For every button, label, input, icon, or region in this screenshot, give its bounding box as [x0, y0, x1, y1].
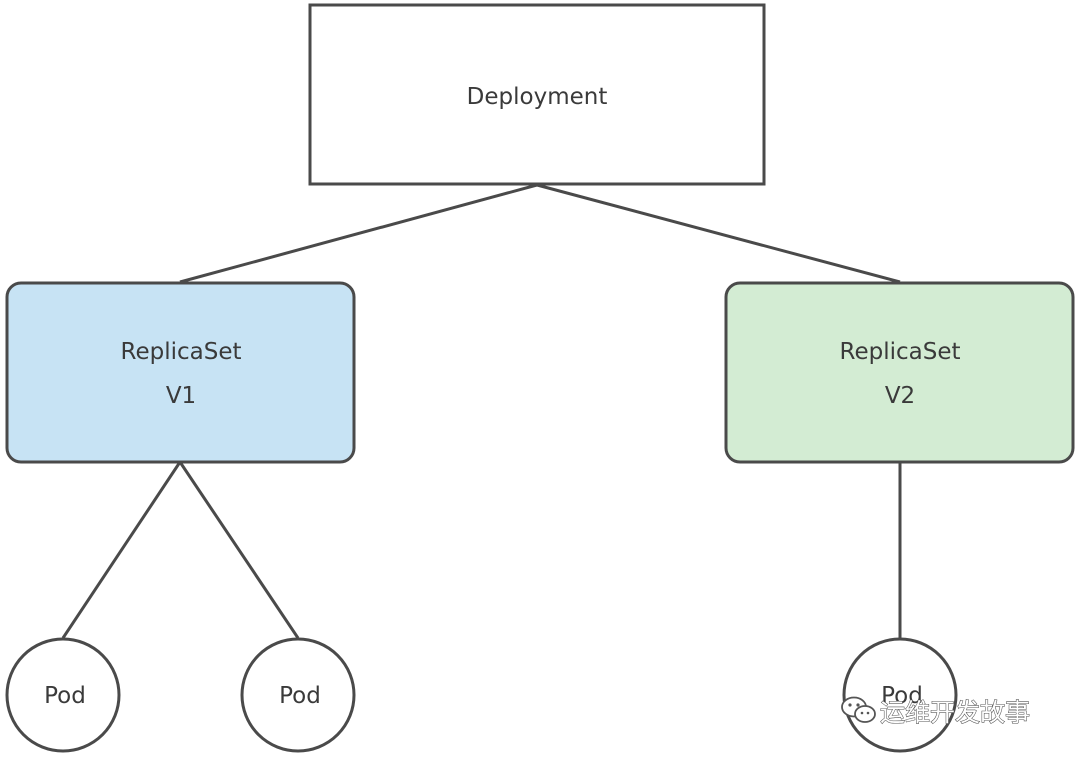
edge-deployment-replicaset-v1 — [179, 183, 538, 284]
wechat-icon — [841, 696, 876, 723]
replicaset-v1-box — [5, 281, 356, 464]
pod-node-3: Pod — [842, 637, 958, 753]
edge-replicaset-v1-pod-1 — [61, 461, 182, 639]
pod-node-1: Pod — [5, 637, 121, 753]
edge-deployment-replicaset-v2 — [536, 183, 901, 284]
deployment-label: Deployment — [467, 84, 608, 110]
replicaset-v2-node: ReplicaSet V2 — [724, 281, 1075, 464]
edge-replicaset-v1-pod-2 — [178, 461, 300, 639]
pod-label-2: Pod — [279, 683, 321, 709]
pod-circle-2 — [240, 637, 356, 753]
replicaset-v2-box — [724, 281, 1075, 464]
pod-circle-1 — [5, 637, 121, 753]
watermark: 运维开发故事 — [841, 696, 1031, 728]
deployment-node: Deployment — [308, 3, 766, 186]
replicaset-v1-version: V1 — [166, 383, 196, 409]
watermark-text: 运维开发故事 — [880, 698, 1030, 727]
replicaset-v1-node: ReplicaSet V1 — [5, 281, 356, 464]
replicaset-v2-label: ReplicaSet — [840, 339, 961, 365]
pod-node-2: Pod — [240, 637, 356, 753]
pod-circle-3 — [842, 637, 958, 753]
replicaset-v2-version: V2 — [885, 383, 915, 409]
pod-label-1: Pod — [44, 683, 86, 709]
deployment-box — [308, 3, 766, 186]
pod-label-3: Pod — [881, 683, 923, 709]
replicaset-v1-label: ReplicaSet — [121, 339, 242, 365]
